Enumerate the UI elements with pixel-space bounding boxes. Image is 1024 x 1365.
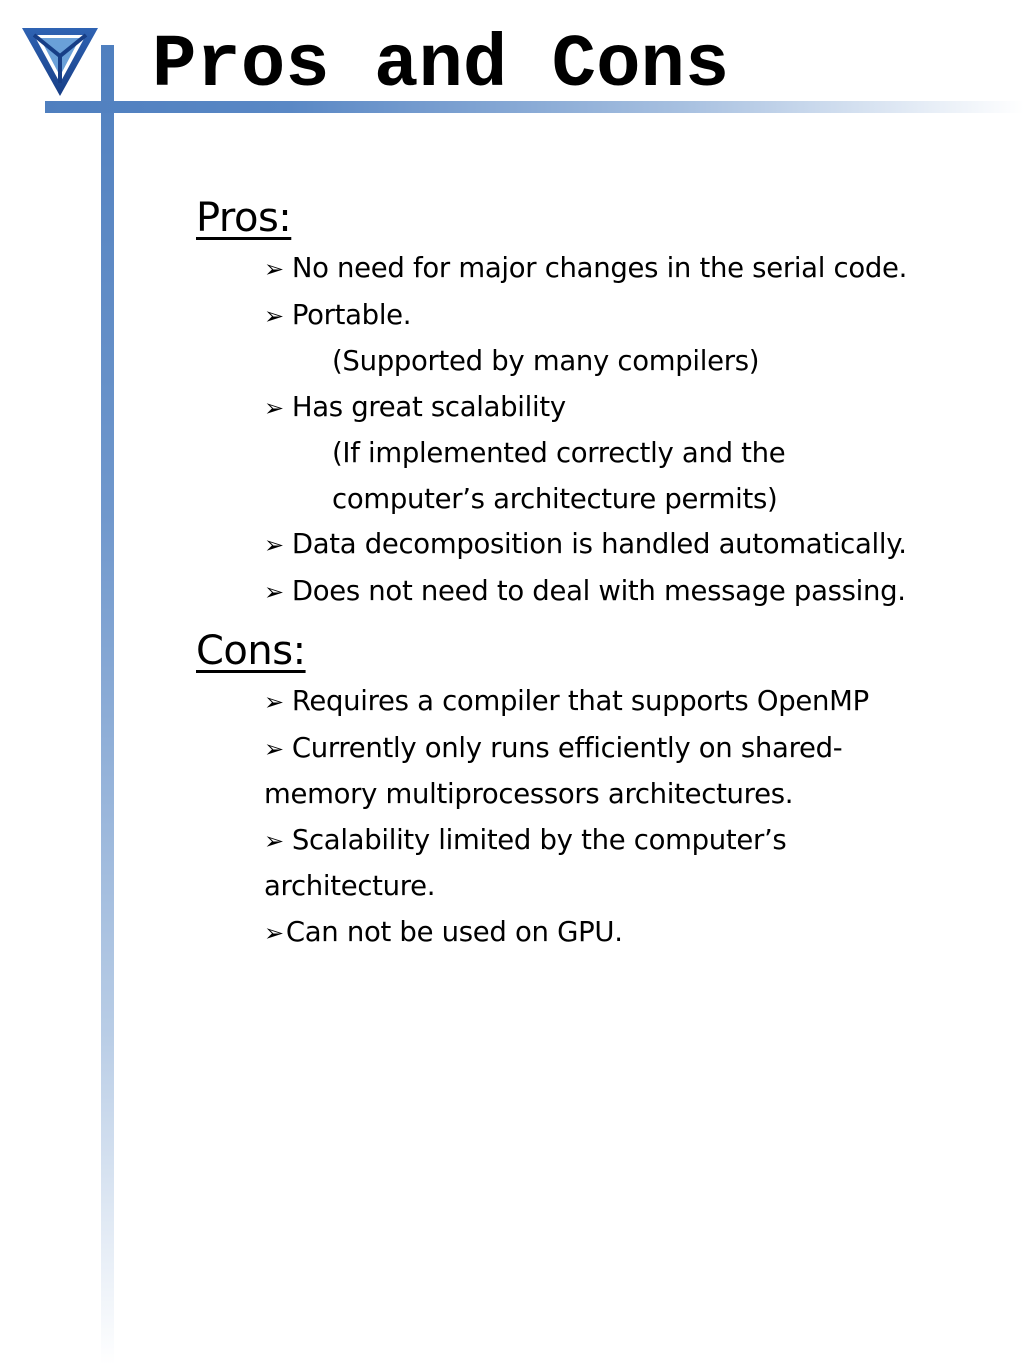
vertical-accent-bar bbox=[101, 45, 114, 1365]
arrow-right-icon: ➢ bbox=[264, 255, 284, 283]
list-item-text: Has great scalability bbox=[291, 390, 566, 423]
list-item-note: computer’s architecture permits) bbox=[332, 482, 778, 515]
list-item: ➢Does not need to deal with message pass… bbox=[264, 569, 1016, 616]
list-item: ➢Scalability limited by the computer’s ar… bbox=[264, 818, 1016, 910]
list-item: ➢Portable. (Supported by many compilers) bbox=[264, 293, 1016, 385]
pros-heading: Pros: bbox=[196, 195, 292, 241]
list-item: ➢Currently only runs efficiently on shar… bbox=[264, 726, 1016, 818]
arrow-right-icon: ➢ bbox=[264, 826, 284, 855]
list-item: ➢Requires a compiler that supports OpenM… bbox=[264, 679, 1016, 726]
list-item-continuation: memory multiprocessors architectures. bbox=[264, 778, 794, 810]
cons-list: ➢Requires a compiler that supports OpenM… bbox=[196, 679, 1016, 956]
list-item-text: Currently only runs efficiently on share… bbox=[291, 731, 843, 764]
horizontal-accent-bar bbox=[45, 101, 1024, 113]
arrow-right-icon: ➢ bbox=[264, 688, 284, 716]
list-item-note: (Supported by many compilers) bbox=[332, 345, 760, 377]
triangle-v-logo-icon bbox=[22, 28, 98, 96]
list-item: ➢Has great scalability (If implemented c… bbox=[264, 385, 1016, 523]
list-item-text: Portable. bbox=[291, 298, 412, 331]
arrow-right-icon: ➢ bbox=[264, 393, 284, 422]
list-item-continuation: architecture. bbox=[264, 870, 436, 902]
list-item-text: Does not need to deal with message passi… bbox=[291, 574, 906, 607]
list-item: ➢No need for major changes in the serial… bbox=[264, 246, 1016, 293]
list-item-note: (If implemented correctly and the bbox=[332, 437, 786, 469]
list-item-text: Data decomposition is handled automatica… bbox=[291, 528, 907, 560]
cons-heading: Cons: bbox=[196, 628, 306, 674]
list-item-text: Can not be used on GPU. bbox=[285, 915, 623, 948]
list-item-text: Requires a compiler that supports OpenMP bbox=[291, 685, 869, 717]
pros-list: ➢No need for major changes in the serial… bbox=[196, 246, 1016, 615]
arrow-right-icon: ➢ bbox=[264, 301, 284, 330]
arrow-right-icon: ➢ bbox=[264, 577, 284, 606]
arrow-right-icon: ➢ bbox=[264, 734, 284, 763]
list-item: ➢Can not be used on GPU. bbox=[264, 910, 1016, 957]
list-item-text: No need for major changes in the serial … bbox=[291, 252, 908, 284]
arrow-right-icon: ➢ bbox=[264, 531, 284, 559]
list-item: ➢Data decomposition is handled automatic… bbox=[264, 522, 1016, 569]
slide-body: Pros: ➢No need for major changes in the … bbox=[196, 190, 1016, 956]
list-item-text: Scalability limited by the computer’s bbox=[291, 823, 787, 856]
slide-title: Pros and Cons bbox=[152, 24, 730, 108]
arrow-right-icon: ➢ bbox=[264, 918, 284, 947]
